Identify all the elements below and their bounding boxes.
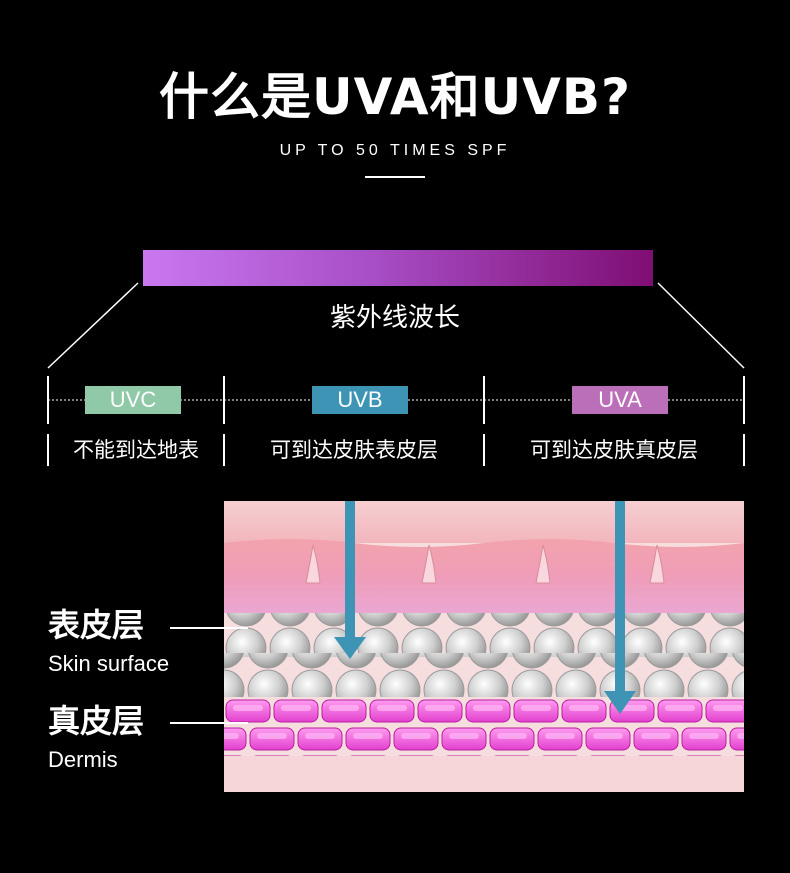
follicle-2 bbox=[421, 544, 437, 584]
epidermis-cells-row-1 bbox=[224, 613, 744, 657]
skin-surface-wave bbox=[224, 539, 744, 613]
epidermis-pointer-line bbox=[170, 627, 248, 629]
uvb-arrow bbox=[334, 501, 366, 659]
dermis-label: 真皮层 bbox=[48, 702, 145, 740]
band-tag-uva: UVA bbox=[572, 386, 668, 414]
left-diagonal-line bbox=[47, 282, 139, 369]
band-tag-uvc: UVC bbox=[85, 386, 181, 414]
dermis-cells-row-1 bbox=[224, 696, 744, 726]
uv-spectrum-bar bbox=[143, 250, 653, 286]
title-divider bbox=[365, 176, 425, 178]
dermis-base bbox=[224, 756, 744, 792]
wavelength-label: 紫外线波长 bbox=[329, 303, 460, 333]
dermis-english-label: Dermis bbox=[48, 747, 118, 772]
follicle-3 bbox=[535, 544, 551, 584]
skin-illustration bbox=[224, 501, 744, 792]
follicle-1 bbox=[305, 544, 321, 584]
hair-follicles bbox=[305, 544, 665, 584]
skin-cross-section bbox=[224, 501, 744, 792]
band-desc-uvb: 可到达皮肤表皮层 bbox=[270, 438, 438, 462]
page-subtitle: UP TO 50 TIMES SPF bbox=[279, 142, 511, 159]
skin-top-layer bbox=[224, 501, 744, 543]
dermis-pointer-line bbox=[170, 722, 248, 724]
epidermis-cells-row-2 bbox=[224, 653, 744, 697]
dermis-cells-row-2 bbox=[224, 726, 744, 756]
band-desc-uva: 可到达皮肤真皮层 bbox=[530, 438, 698, 462]
uva-arrow bbox=[604, 501, 636, 714]
epidermis-label: 表皮层 bbox=[48, 606, 145, 644]
band-desc-uvc: 不能到达地表 bbox=[73, 438, 199, 462]
right-diagonal-line bbox=[657, 282, 745, 369]
epidermis-english-label: Skin surface bbox=[48, 651, 170, 676]
band-tag-uvb: UVB bbox=[312, 386, 408, 414]
page-title: 什么是UVA和UVB? bbox=[158, 68, 631, 126]
follicle-4 bbox=[649, 544, 665, 584]
